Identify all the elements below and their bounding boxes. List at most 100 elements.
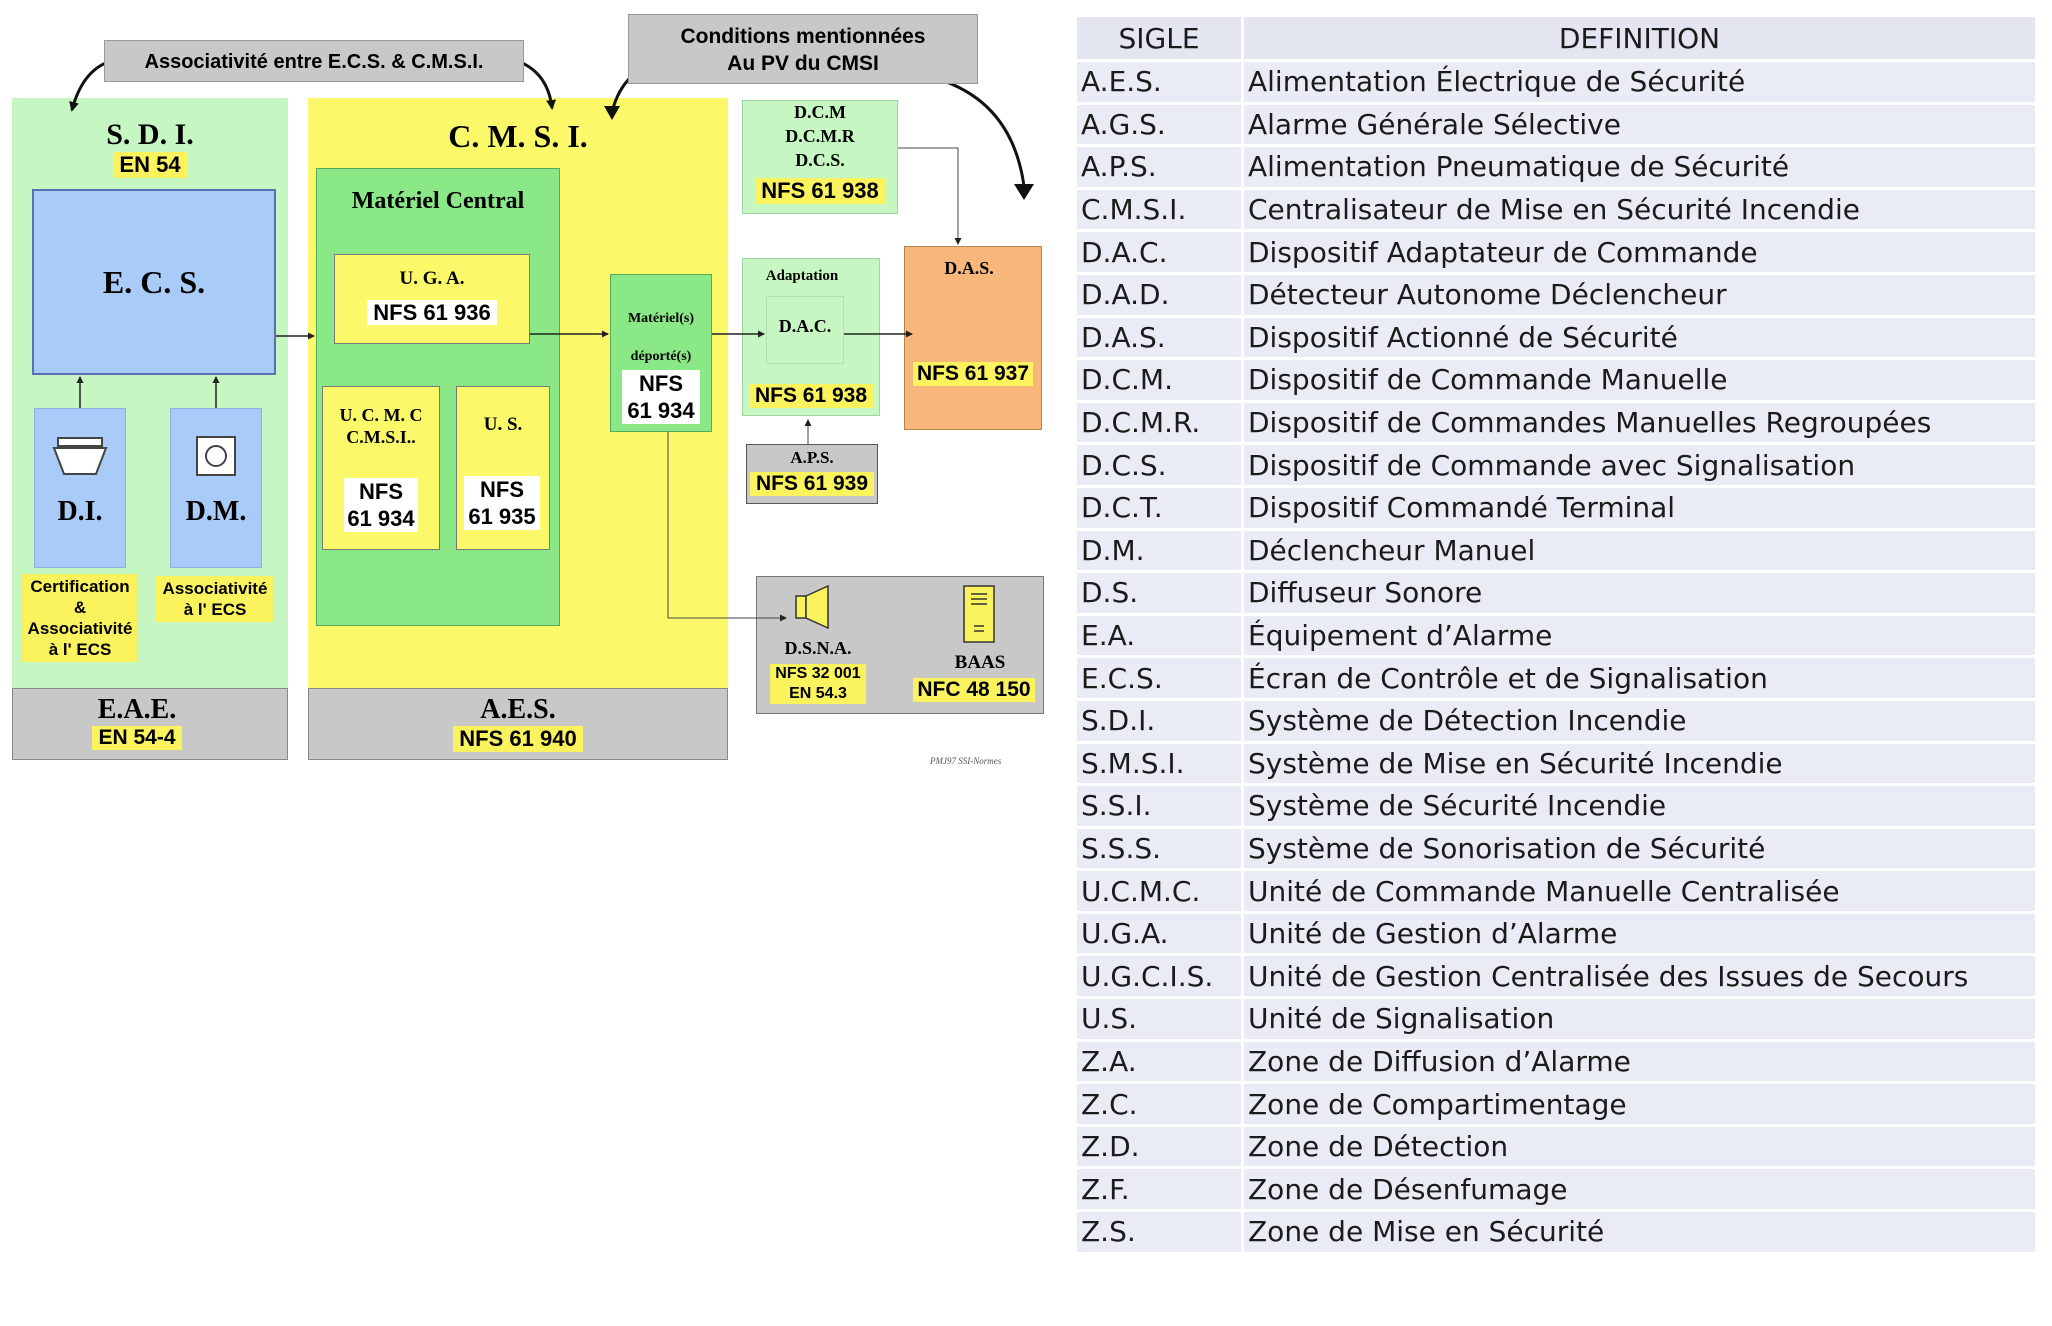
table-row: Z.A.Zone de Diffusion d’Alarme xyxy=(1077,1041,2035,1082)
table-row: D.C.T.Dispositif Commandé Terminal xyxy=(1077,487,2035,528)
eae-norm: EN 54-4 xyxy=(92,726,182,750)
speaker-icon xyxy=(794,584,834,630)
definition-cell: Unité de Gestion Centralisée des Issues … xyxy=(1244,956,2035,997)
table-header-row: SIGLE DEFINITION xyxy=(1077,17,2035,59)
definition-cell: Unité de Gestion d’Alarme xyxy=(1244,913,2035,954)
definition-cell: Diffuseur Sonore xyxy=(1244,573,2035,613)
di-box xyxy=(34,408,126,568)
sdi-norm: EN 54 xyxy=(113,152,187,178)
table-row: D.S.Diffuseur Sonore xyxy=(1077,573,2035,613)
definition-cell: Unité de Signalisation xyxy=(1244,999,2035,1039)
definition-cell: Alimentation Électrique de Sécurité xyxy=(1244,62,2035,102)
definition-cell: Zone de Détection xyxy=(1244,1126,2035,1167)
sigle-cell: A.G.S. xyxy=(1077,104,1241,145)
sigle-cell: C.M.S.I. xyxy=(1077,189,1241,230)
sigle-cell: S.S.S. xyxy=(1077,828,1241,869)
sigle-cell: S.M.S.I. xyxy=(1077,743,1241,784)
sigle-cell: Z.S. xyxy=(1077,1212,1241,1252)
dsna-title: D.S.N.A. xyxy=(784,638,852,658)
sigle-cell: U.S. xyxy=(1077,999,1241,1039)
cmsi-title: C. M. S. I. xyxy=(448,118,588,154)
sigle-cell: S.S.I. xyxy=(1077,786,1241,826)
definition-cell: Dispositif de Commandes Manuelles Regrou… xyxy=(1244,402,2035,443)
ecs-box: E. C. S. xyxy=(32,189,276,375)
sigle-cell: D.A.D. xyxy=(1077,274,1241,315)
sigle-cell: Z.D. xyxy=(1077,1126,1241,1167)
table-row: Z.S.Zone de Mise en Sécurité xyxy=(1077,1212,2035,1252)
sigle-cell: D.C.S. xyxy=(1077,445,1241,485)
sigle-cell: E.A. xyxy=(1077,615,1241,656)
baas-icon xyxy=(962,584,996,644)
definition-cell: Zone de Mise en Sécurité xyxy=(1244,1212,2035,1252)
sigle-cell: D.C.M.R. xyxy=(1077,402,1241,443)
definition-cell: Dispositif de Commande avec Signalisatio… xyxy=(1244,445,2035,485)
table-row: Z.F.Zone de Désenfumage xyxy=(1077,1169,2035,1210)
sigle-cell: Z.A. xyxy=(1077,1041,1241,1082)
sigle-cell: U.C.M.C. xyxy=(1077,871,1241,911)
sigle-cell: D.C.T. xyxy=(1077,487,1241,528)
sigle-cell: S.D.I. xyxy=(1077,700,1241,741)
table-row: A.E.S.Alimentation Électrique de Sécurit… xyxy=(1077,62,2035,102)
table-row: U.G.C.I.S.Unité de Gestion Centralisée d… xyxy=(1077,956,2035,997)
aes-norm: NFS 61 940 xyxy=(453,726,583,752)
table-row: U.S.Unité de Signalisation xyxy=(1077,999,2035,1039)
table-row: U.G.A.Unité de Gestion d’Alarme xyxy=(1077,913,2035,954)
table-row: E.A.Équipement d’Alarme xyxy=(1077,615,2035,656)
baas-norm: NFC 48 150 xyxy=(913,678,1035,702)
header-definition: DEFINITION xyxy=(1244,17,2035,59)
dm-label: D.M. xyxy=(185,496,247,527)
us-title: U. S. xyxy=(483,414,523,435)
table-row: C.M.S.I.Centralisateur de Mise en Sécuri… xyxy=(1077,189,2035,230)
manual-call-point-icon xyxy=(196,436,236,476)
sigle-cell: A.E.S. xyxy=(1077,62,1241,102)
definition-cell: Zone de Diffusion d’Alarme xyxy=(1244,1041,2035,1082)
table-row: S.S.I.Système de Sécurité Incendie xyxy=(1077,786,2035,826)
definition-cell: Détecteur Autonome Déclencheur xyxy=(1244,274,2035,315)
associativite-box: Associativité entre E.C.S. & C.M.S.I. xyxy=(104,40,524,82)
aes-title: A.E.S. xyxy=(480,694,556,725)
sigle-cell: E.C.S. xyxy=(1077,658,1241,698)
dac-label: D.A.C. xyxy=(778,316,832,336)
definition-cell: Dispositif Commandé Terminal xyxy=(1244,487,2035,528)
table-row: D.M.Déclencheur Manuel xyxy=(1077,530,2035,571)
table-body: A.E.S.Alimentation Électrique de Sécurit… xyxy=(1077,62,2035,1252)
table-row: D.A.S.Dispositif Actionné de Sécurité xyxy=(1077,317,2035,358)
definition-cell: Système de Sécurité Incendie xyxy=(1244,786,2035,826)
sigle-cell: D.C.M. xyxy=(1077,360,1241,400)
sigle-cell: Z.F. xyxy=(1077,1169,1241,1210)
definition-cell: Dispositif Actionné de Sécurité xyxy=(1244,317,2035,358)
sigle-cell: D.A.S. xyxy=(1077,317,1241,358)
table-row: D.C.M.Dispositif de Commande Manuelle xyxy=(1077,360,2035,400)
credit-text: PMJ97 SSI-Normes xyxy=(930,756,1002,766)
definition-cell: Zone de Compartimentage xyxy=(1244,1084,2035,1124)
sigle-cell: U.G.C.I.S. xyxy=(1077,956,1241,997)
adaptation-title: Adaptation xyxy=(765,268,839,284)
table-row: E.C.S.Écran de Contrôle et de Signalisat… xyxy=(1077,658,2035,698)
table-row: D.A.C.Dispositif Adaptateur de Commande xyxy=(1077,232,2035,272)
definition-cell: Alarme Générale Sélective xyxy=(1244,104,2035,145)
dm-box xyxy=(170,408,262,568)
definition-cell: Alimentation Pneumatique de Sécurité xyxy=(1244,147,2035,187)
smoke-detector-icon xyxy=(52,436,108,478)
definition-cell: Unité de Commande Manuelle Centralisée xyxy=(1244,871,2035,911)
table-row: U.C.M.C.Unité de Commande Manuelle Centr… xyxy=(1077,871,2035,911)
aps-title: A.P.S. xyxy=(790,448,834,467)
sigle-cell: U.G.A. xyxy=(1077,913,1241,954)
das-box xyxy=(904,246,1042,430)
definition-cell: Dispositif Adaptateur de Commande xyxy=(1244,232,2035,272)
di-label: D.I. xyxy=(57,496,103,527)
table-row: S.D.I.Système de Détection Incendie xyxy=(1077,700,2035,741)
definition-cell: Système de Mise en Sécurité Incendie xyxy=(1244,743,2035,784)
definition-cell: Écran de Contrôle et de Signalisation xyxy=(1244,658,2035,698)
table-row: S.M.S.I.Système de Mise en Sécurité Ince… xyxy=(1077,743,2035,784)
eae-title: E.A.E. xyxy=(97,694,177,725)
deportes-title: Matériel(s)déporté(s) xyxy=(627,311,695,364)
sdi-title: S. D. I. xyxy=(106,118,194,151)
aps-norm: NFS 61 939 xyxy=(749,472,875,496)
definition-cell: Équipement d’Alarme xyxy=(1244,615,2035,656)
